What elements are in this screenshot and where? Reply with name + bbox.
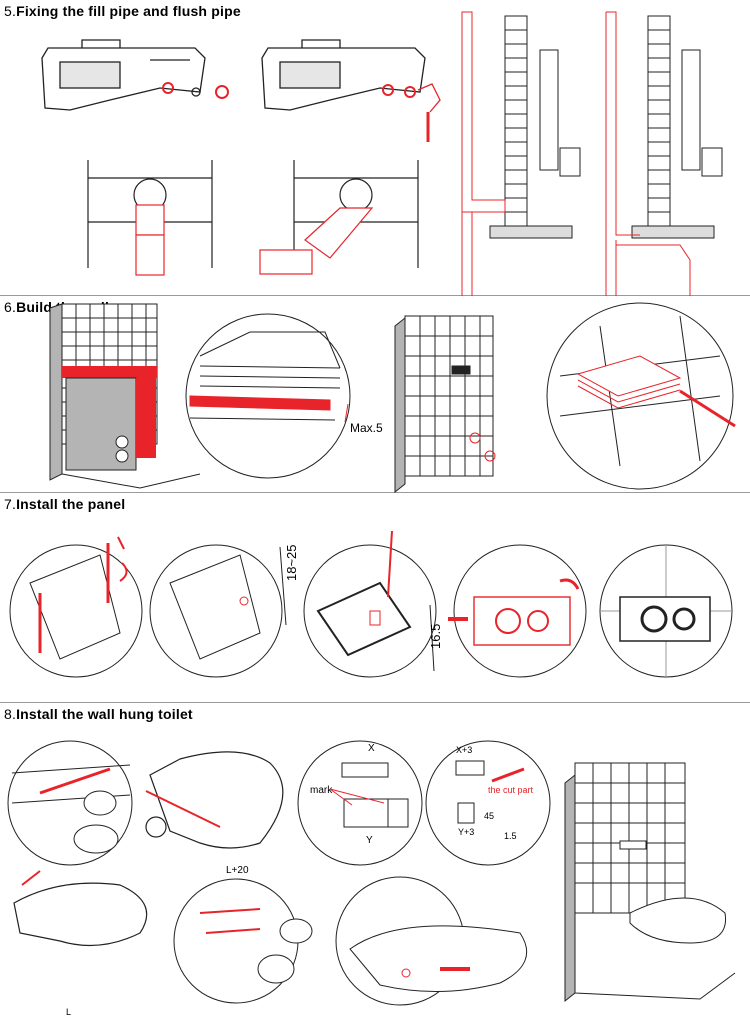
mark-label: mark	[310, 785, 333, 796]
dim-l-plus-20-label: L+20	[226, 865, 249, 876]
cistern-illustration-2	[261, 39, 441, 142]
dim-x-label: X	[368, 743, 375, 754]
flush-plate-red-magnifier	[448, 544, 587, 678]
max-tile-label: Max.5	[350, 421, 383, 435]
tiled-wall-illustration	[394, 315, 496, 494]
toilet-seat-side-illustration: L	[13, 870, 148, 1017]
section-5-illustrations	[41, 11, 723, 296]
section-6: 6.Build the wall Max.5	[0, 296, 750, 494]
pipe-cutting-magnifier	[7, 740, 133, 866]
section-7: 7.Install the panel 18~25 16.5	[0, 493, 750, 703]
section-6-illustrations: Max.5	[49, 302, 736, 494]
flush-plate-final-magnifier	[599, 544, 733, 678]
section-8: 8.Install the wall hung toilet X mark Y	[0, 703, 750, 1018]
cistern-illustration-1	[41, 39, 229, 111]
wall-cross-section-2	[605, 11, 723, 296]
tile-thickness-magnifier: Max.5	[185, 313, 383, 479]
wall-tiling-red-illustration	[49, 303, 201, 489]
frame-fitting-magnifier: 16.5	[303, 530, 443, 678]
panel-foam-magnifier	[546, 302, 736, 490]
section-8-illustrations: X mark Y X+3 the cut part Y+3 45 1.5	[7, 740, 736, 1017]
bolt-length-magnifier: L+20	[173, 865, 313, 1004]
section-7-title: 7.Install the panel	[4, 496, 126, 512]
screw-depth-magnifier: 18~25	[149, 544, 299, 678]
toilet-bowl-side-illustration-1	[145, 751, 284, 849]
section-8-title: 8.Install the wall hung toilet	[4, 706, 193, 722]
dim-1-5-label: 1.5	[504, 831, 517, 841]
screw-depth-label: 18~25	[284, 544, 299, 581]
frame-depth-label: 16.5	[428, 624, 443, 649]
frame-front-view-1	[87, 160, 213, 276]
section-7-illustrations: 18~25 16.5	[9, 530, 733, 678]
cut-part-label: the cut part	[488, 785, 534, 795]
dim-l-label: L	[66, 1007, 71, 1017]
pipe-cut-magnifier: X+3 the cut part Y+3 45 1.5	[425, 740, 551, 866]
section-5-title: 5.Fixing the fill pipe and flush pipe	[4, 3, 241, 19]
angle-45-label: 45	[484, 811, 494, 821]
tiled-wall-toilet-illustration	[564, 762, 736, 1003]
section-5: 5.Fixing the fill pipe and flush pipe	[0, 0, 750, 296]
toilet-mount-magnifier	[335, 876, 528, 1006]
wall-cross-section-1	[461, 11, 581, 296]
pipe-mark-magnifier: X mark Y	[297, 740, 423, 866]
frame-front-view-2	[259, 160, 419, 275]
screw-install-magnifier	[9, 536, 143, 678]
dim-y-plus-3-label: Y+3	[458, 827, 474, 837]
dim-x-plus-3-label: X+3	[456, 745, 472, 755]
dim-y-label: Y	[366, 835, 373, 846]
